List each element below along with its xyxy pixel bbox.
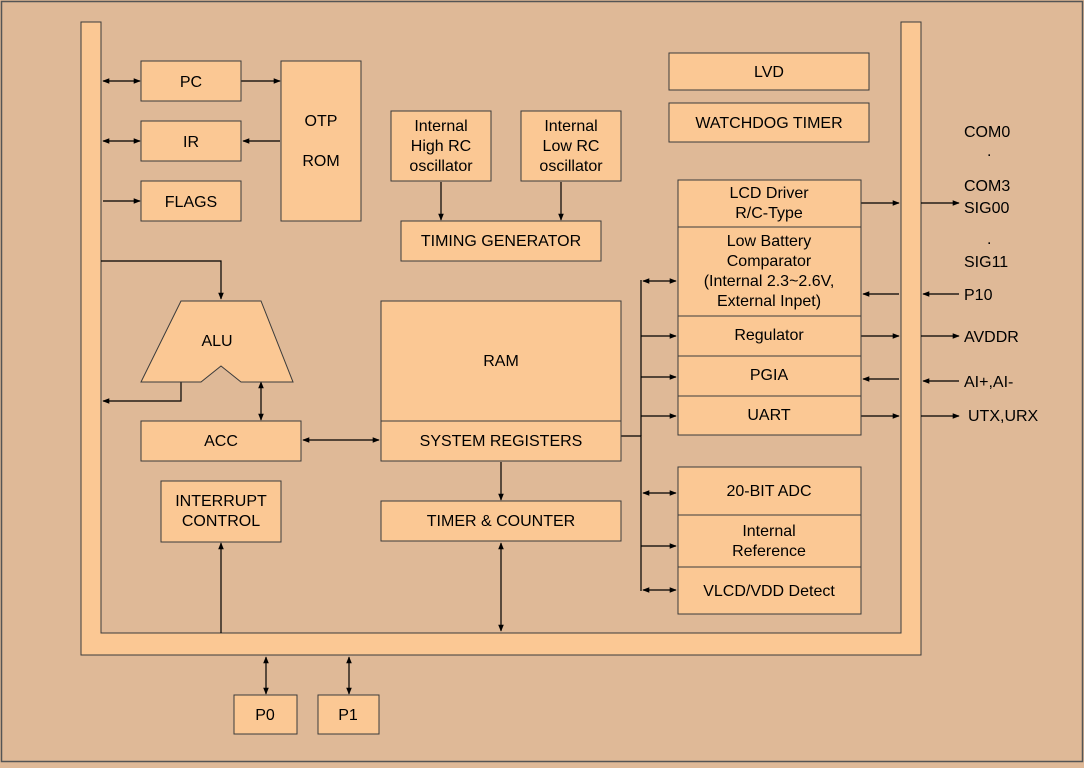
pgia-block: PGIA xyxy=(677,355,862,397)
system-registers-block: SYSTEM REGISTERS xyxy=(380,420,622,462)
lvd-block: LVD xyxy=(668,52,870,91)
lbc-line-3: (Internal 2.3~2.6V, xyxy=(704,273,835,290)
rom-label: ROM xyxy=(302,153,339,170)
adc-label: 20-BIT ADC xyxy=(726,483,811,500)
lvd-label: LVD xyxy=(754,64,784,81)
timing-generator-label: TIMING GENERATOR xyxy=(421,233,581,250)
timing-generator-block: TIMING GENERATOR xyxy=(400,220,602,262)
pin-p10: P10 xyxy=(964,287,993,304)
vlcd-vdd-detect-label: VLCD/VDD Detect xyxy=(703,583,835,600)
pin-sig00: SIG00 xyxy=(964,200,1009,217)
internal-reference-block: Internal Reference xyxy=(677,514,862,568)
lcd-driver-block: LCD Driver R/C-Type xyxy=(677,179,862,228)
adc-20bit-block: 20-BIT ADC xyxy=(677,466,862,516)
otp-rom-block: OTP ROM xyxy=(280,60,362,222)
regulator-block: Regulator xyxy=(677,315,862,357)
internal-bus xyxy=(80,21,922,656)
pin-avddr: AVDDR xyxy=(964,329,1019,346)
uart-block: UART xyxy=(677,395,862,436)
flags-label: FLAGS xyxy=(165,194,217,211)
low-rc-line-1: Internal xyxy=(544,118,597,135)
internal-low-rc-block: Internal Low RC oscillator xyxy=(520,110,622,182)
high-rc-line-1: Internal xyxy=(414,118,467,135)
pc-block: PC xyxy=(140,60,242,102)
ir-label: IR xyxy=(183,134,199,151)
p1-block: P1 xyxy=(317,694,380,735)
pin-com3: COM3 xyxy=(964,178,1010,195)
uart-label: UART xyxy=(747,407,790,424)
pin-dot-2: . xyxy=(987,231,991,248)
internal-high-rc-block: Internal High RC oscillator xyxy=(390,110,492,182)
low-battery-comparator-block: Low Battery Comparator (Internal 2.3~2.6… xyxy=(677,226,862,317)
timer-counter-label: TIMER & COUNTER xyxy=(427,513,575,530)
pin-utx-urx: UTX,URX xyxy=(968,408,1039,425)
p0-label: P0 xyxy=(255,707,275,724)
internal-reference-line-2: Reference xyxy=(732,543,806,560)
watchdog-timer-label: WATCHDOG TIMER xyxy=(695,115,842,132)
flags-block: FLAGS xyxy=(140,180,242,222)
ram-block: RAM xyxy=(380,300,622,422)
lbc-line-4: External Inpet) xyxy=(717,293,821,310)
high-rc-line-3: oscillator xyxy=(409,158,473,175)
alu-label: ALU xyxy=(201,333,232,350)
regulator-label: Regulator xyxy=(734,327,804,344)
p0-block: P0 xyxy=(233,694,298,735)
ram-label: RAM xyxy=(483,353,519,370)
pc-label: PC xyxy=(180,74,202,91)
interrupt-control-line-1: INTERRUPT xyxy=(175,493,267,510)
watchdog-timer-block: WATCHDOG TIMER xyxy=(668,102,870,143)
internal-reference-line-1: Internal xyxy=(742,523,795,540)
p1-label: P1 xyxy=(338,707,358,724)
lcd-driver-line-1: LCD Driver xyxy=(729,185,809,202)
acc-label: ACC xyxy=(204,433,238,450)
vlcd-vdd-detect-block: VLCD/VDD Detect xyxy=(677,566,862,615)
otp-label: OTP xyxy=(305,113,338,130)
interrupt-control-line-2: CONTROL xyxy=(182,513,260,530)
pin-labels: COM0 . COM3 SIG00 . SIG11 P10 AVDDR AI+,… xyxy=(964,124,1039,425)
pgia-label: PGIA xyxy=(750,367,789,384)
pin-sig11: SIG11 xyxy=(964,254,1008,271)
connection-lines xyxy=(101,78,960,695)
timer-counter-block: TIMER & COUNTER xyxy=(380,500,622,542)
low-rc-line-3: oscillator xyxy=(539,158,603,175)
lbc-line-1: Low Battery xyxy=(727,233,811,250)
system-registers-label: SYSTEM REGISTERS xyxy=(420,433,583,450)
alu-block: ALU xyxy=(140,300,294,383)
low-rc-line-2: Low RC xyxy=(543,138,600,155)
lcd-driver-line-2: R/C-Type xyxy=(735,205,803,222)
pin-ai: AI+,AI- xyxy=(964,374,1013,391)
pin-dot-1: . xyxy=(987,143,991,160)
acc-block: ACC xyxy=(140,420,302,462)
ir-block: IR xyxy=(140,120,242,162)
lbc-line-2: Comparator xyxy=(727,253,812,270)
pin-com0: COM0 xyxy=(964,124,1010,141)
high-rc-line-2: High RC xyxy=(411,138,471,155)
interrupt-control-block: INTERRUPT CONTROL xyxy=(160,480,282,543)
